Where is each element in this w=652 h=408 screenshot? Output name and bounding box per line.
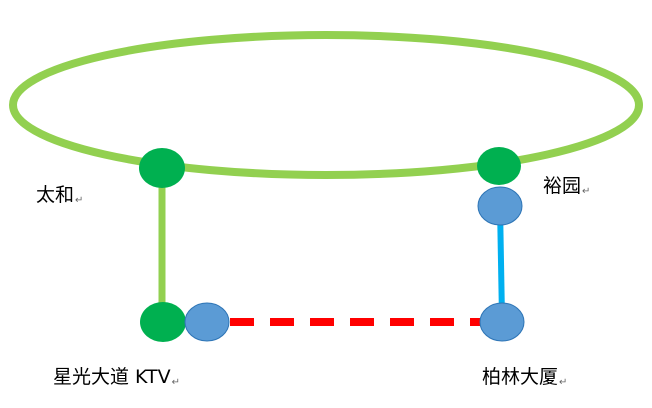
station-bolin-node xyxy=(479,302,525,342)
station-yuyuan-node-green xyxy=(477,147,521,185)
station-xingguang-node-blue xyxy=(184,302,230,342)
label-taihe-text: 太和 xyxy=(36,184,75,206)
station-xingguang-node-green xyxy=(140,302,186,342)
label-yuyuan-text: 裕园 xyxy=(543,175,582,197)
label-yuyuan: 裕园↵ xyxy=(543,177,590,197)
station-taihe-node xyxy=(139,148,185,188)
label-xingguang-text: 星光大道 KTV xyxy=(53,366,171,388)
label-taihe: 太和↵ xyxy=(36,186,83,206)
paragraph-mark-icon: ↵ xyxy=(582,186,591,197)
station-yuyuan-node-blue xyxy=(477,186,523,226)
paragraph-mark-icon: ↵ xyxy=(171,377,181,388)
label-bolin: 柏林大厦↵ xyxy=(482,368,567,388)
paragraph-mark-icon: ↵ xyxy=(75,195,84,206)
label-bolin-text: 柏林大厦 xyxy=(482,366,559,388)
paragraph-mark-icon: ↵ xyxy=(559,377,568,388)
label-xingguang: 星光大道 KTV↵ xyxy=(53,368,180,388)
ring-line xyxy=(9,31,643,179)
